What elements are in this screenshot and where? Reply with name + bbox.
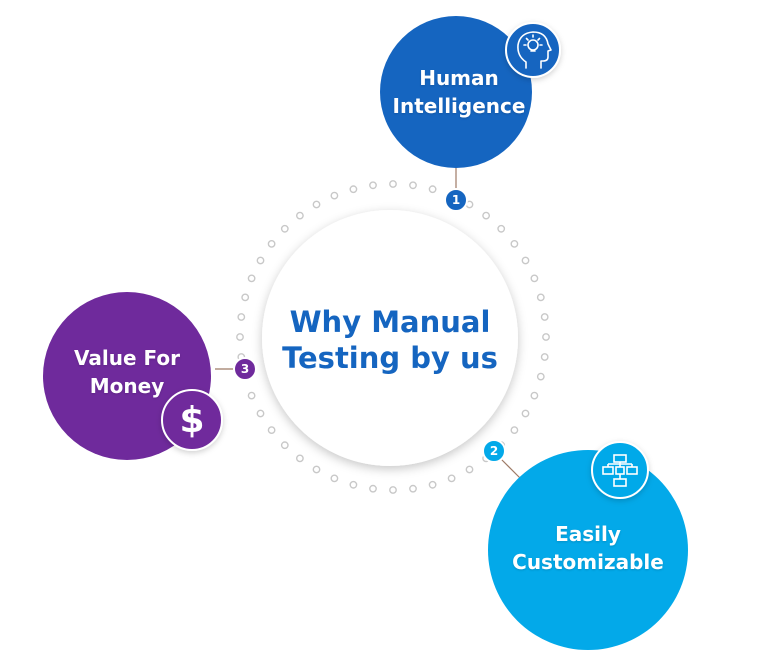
ring-dot: [540, 313, 549, 321]
badge-3-number: 3: [240, 362, 250, 376]
node-easily-customizable: [488, 450, 688, 650]
value-for-money-line-2: Money: [89, 374, 165, 398]
ring-dot: [369, 484, 377, 493]
ring-dot: [536, 293, 545, 302]
ring-dot: [510, 426, 519, 434]
value-for-money-line-1: Value For: [74, 346, 180, 370]
ring-dot: [295, 211, 304, 220]
ring-dot: [465, 465, 474, 474]
center-circle: [262, 210, 518, 466]
ring-dot: [267, 426, 276, 434]
ring-dot: [542, 333, 550, 341]
node-easily-customizable-icon-bg: [591, 441, 649, 499]
badge-3: [233, 357, 257, 381]
value-for-money-label: Value For Money: [44, 340, 210, 404]
ring-dot: [447, 474, 456, 483]
badge-1-number: 1: [451, 193, 461, 207]
ring-dot: [389, 180, 397, 188]
ring-dot: [349, 480, 358, 489]
node-human-intelligence: [380, 16, 532, 168]
ring-dot: [482, 211, 490, 220]
ring-dot: [389, 486, 397, 494]
ring-dot: [409, 484, 417, 493]
center-title: Why Manual Testing by us: [268, 290, 512, 390]
ring-dot: [247, 274, 256, 283]
ring-dot: [280, 441, 289, 450]
ring-dot: [428, 480, 437, 489]
dollar-icon: $: [179, 399, 205, 441]
ring-dot: [256, 256, 265, 265]
ring-dot: [540, 353, 549, 361]
center-title-line-2: Testing by us: [282, 341, 498, 375]
ring-dot: [530, 391, 539, 400]
easily-customizable-line-1: Easily: [555, 522, 621, 546]
ring-dot: [312, 465, 321, 474]
ring-dot: [349, 185, 358, 194]
flowchart-icon: [602, 454, 638, 487]
ring-dot: [510, 239, 519, 248]
connector-2: [499, 457, 521, 479]
badge-2: [482, 439, 506, 463]
ring-dot: [247, 391, 256, 400]
human-intelligence-label: Human Intelligence: [384, 60, 534, 124]
badge-2-number: 2: [489, 444, 499, 458]
easily-customizable-line-2: Customizable: [512, 550, 664, 574]
easily-customizable-label: Easily Customizable: [490, 516, 686, 580]
ring-dot: [536, 372, 545, 381]
ring-dot: [521, 256, 530, 265]
ring-dot: [280, 224, 289, 233]
center-title-line-1: Why Manual: [289, 305, 491, 339]
ring-dot: [521, 409, 530, 418]
ring-dot: [267, 239, 276, 248]
ring-dot: [530, 274, 539, 283]
ring-dot: [236, 333, 244, 341]
ring-dot: [312, 200, 321, 209]
ring-dot: [241, 293, 250, 302]
human-intelligence-line-1: Human: [419, 66, 499, 90]
ring-dot: [428, 185, 437, 194]
ring-dot: [497, 224, 506, 233]
ring-dot: [237, 313, 246, 321]
ring-dot: [256, 409, 265, 418]
badge-1: [444, 188, 468, 212]
human-intelligence-line-2: Intelligence: [392, 94, 526, 118]
ring-dot: [369, 181, 377, 190]
ring-dot: [330, 191, 339, 200]
dotted-ring: [236, 180, 550, 494]
ring-dot: [409, 181, 417, 190]
head-lightbulb-icon: [517, 31, 552, 69]
node-value-for-money-icon-bg: [161, 389, 223, 451]
ring-dot: [295, 454, 304, 463]
ring-dot: [330, 474, 339, 483]
